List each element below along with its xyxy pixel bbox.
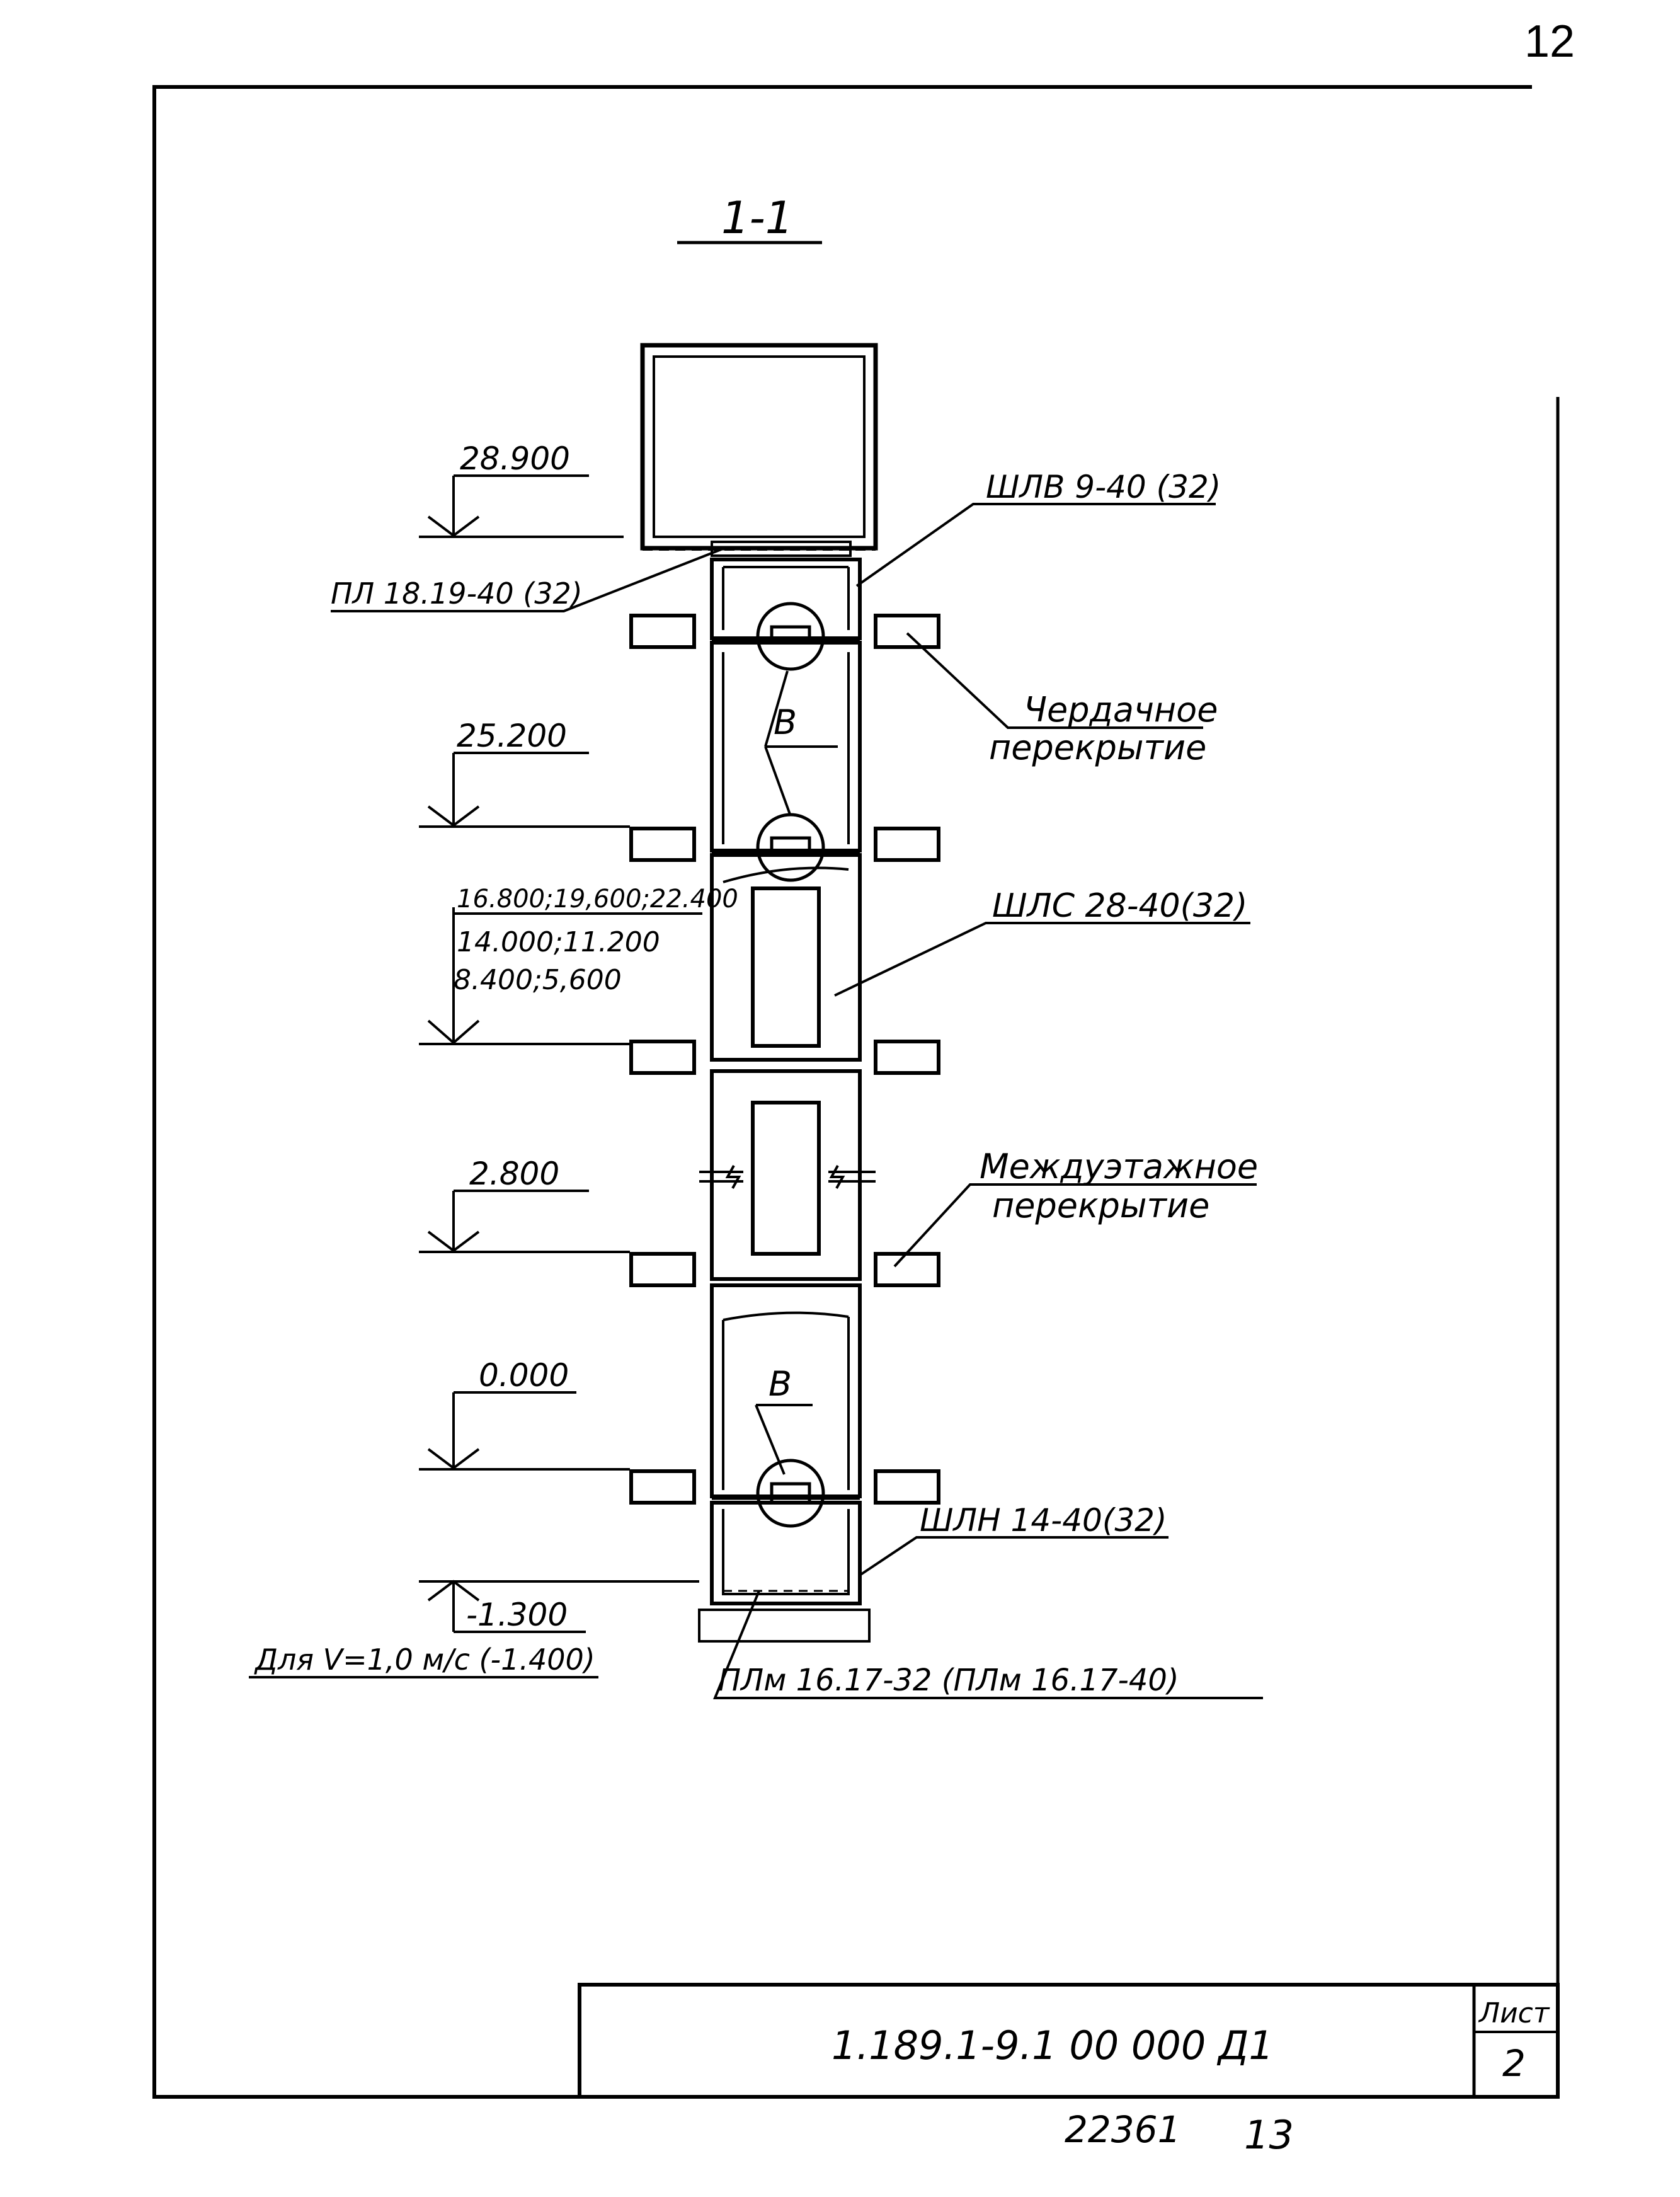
callout-attic-floor-1: Чердачное bbox=[1024, 690, 1218, 730]
sheet-number: 2 bbox=[1502, 2042, 1526, 2085]
page-number: 12 bbox=[1524, 16, 1575, 67]
block-lower bbox=[710, 1283, 862, 1498]
block-middle bbox=[699, 1069, 876, 1281]
title-block bbox=[578, 1983, 1560, 2099]
callout-leaders bbox=[331, 503, 1263, 1699]
level-second: 2.800 bbox=[469, 1156, 559, 1192]
level-marks bbox=[419, 474, 699, 1633]
callout-shlv: ШЛВ 9-40 (32) bbox=[986, 469, 1221, 505]
floor-slabs bbox=[629, 614, 940, 1505]
level-pit-note: Для V=1,0 м/с (-1.400) bbox=[254, 1643, 595, 1677]
callout-interfloor-2: перекрытие bbox=[992, 1186, 1209, 1225]
callout-attic-floor-2: перекрытие bbox=[989, 728, 1206, 767]
level-zero: 0.000 bbox=[479, 1357, 569, 1394]
level-pit: -1.300 bbox=[466, 1597, 568, 1633]
section-title: 1-1 bbox=[677, 192, 822, 244]
level-floors-3: 8.400;5,600 bbox=[454, 964, 622, 996]
level-floors-2: 14.000;11.200 bbox=[457, 926, 660, 958]
block-shln bbox=[698, 1501, 871, 1643]
callout-plm: ПЛм 16.17-32 (ПЛм 16.17-40) bbox=[718, 1663, 1179, 1698]
callout-shln: ШЛН 14-40(32) bbox=[920, 1502, 1167, 1539]
elevator-shaft bbox=[629, 343, 940, 1643]
block-shls bbox=[710, 853, 862, 1062]
detail-b-upper: В bbox=[774, 703, 797, 742]
detail-circles bbox=[712, 602, 860, 1528]
inventory-number: 22361 bbox=[1065, 2108, 1181, 2151]
machine-room bbox=[640, 343, 878, 557]
section-label: 1-1 bbox=[721, 192, 793, 244]
level-top: 28.900 bbox=[460, 440, 570, 477]
level-floors-1: 16.800;19,600;22.400 bbox=[457, 885, 738, 914]
block-shlv bbox=[710, 558, 862, 640]
sheet-label: Лист bbox=[1478, 1997, 1550, 2029]
callout-shls: ШЛС 28-40(32) bbox=[992, 887, 1247, 925]
detail-b-lower: В bbox=[769, 1364, 792, 1404]
callout-interfloor-1: Междуэтажное bbox=[980, 1147, 1258, 1186]
drawing-frame bbox=[152, 85, 1560, 2099]
copy-number: 13 bbox=[1244, 2112, 1294, 2158]
level-attic: 25.200 bbox=[457, 718, 567, 754]
callout-pl-top: ПЛ 18.19-40 (32) bbox=[331, 576, 583, 611]
doc-code: 1.189.1-9.1 00 000 Д1 bbox=[831, 2022, 1274, 2068]
